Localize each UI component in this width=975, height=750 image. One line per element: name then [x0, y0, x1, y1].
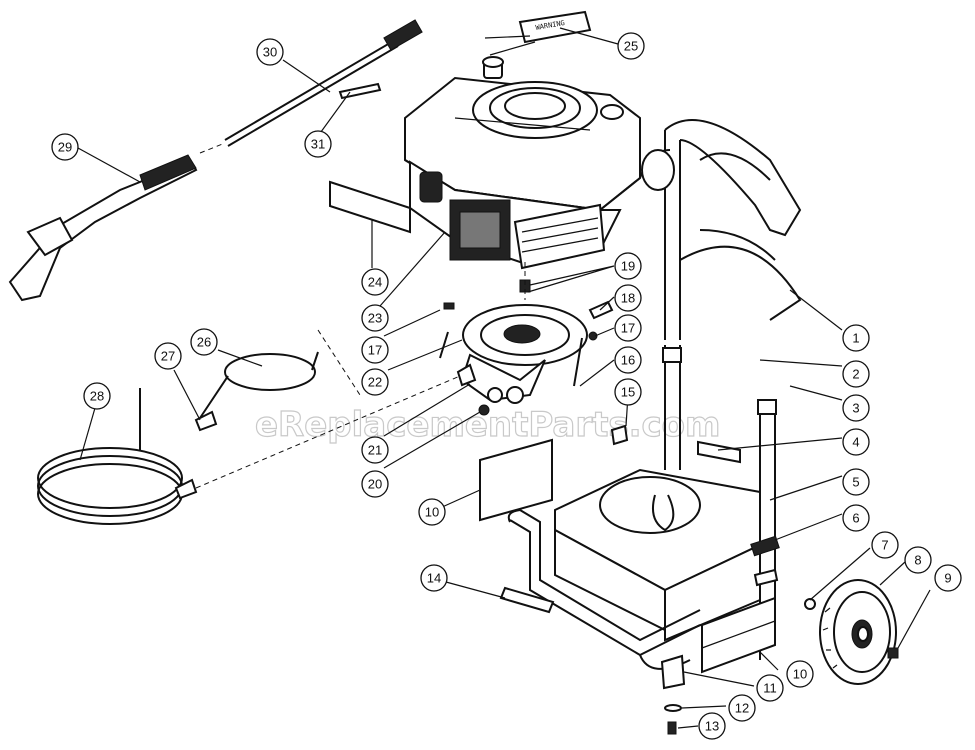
callout-1: 1: [842, 324, 870, 352]
callout-13: 13: [698, 712, 726, 740]
svg-text:23: 23: [368, 311, 382, 326]
svg-text:31: 31: [311, 137, 325, 152]
svg-text:5: 5: [852, 475, 859, 490]
warning-decal: WARNING: [484, 10, 592, 56]
callout-6: 6: [842, 504, 870, 532]
pump-assembly: [439, 262, 614, 416]
engine: [404, 56, 641, 270]
svg-text:9: 9: [944, 571, 951, 586]
wheel: [819, 579, 897, 685]
callout-23: 23: [361, 304, 389, 332]
svg-text:10: 10: [793, 667, 807, 682]
callout-5: 5: [842, 468, 870, 496]
svg-text:15: 15: [621, 385, 635, 400]
axle: [753, 568, 779, 587]
svg-text:16: 16: [621, 353, 635, 368]
callout-19: 19: [614, 252, 642, 280]
callout-21: 21: [361, 436, 389, 464]
svg-text:2: 2: [852, 367, 859, 382]
siphon-hose: [194, 329, 361, 432]
svg-text:1: 1: [852, 331, 859, 346]
callout-26: 26: [190, 328, 218, 356]
svg-text:4: 4: [852, 435, 859, 450]
callout-15: 15: [614, 378, 642, 406]
svg-text:25: 25: [624, 39, 638, 54]
svg-text:27: 27: [161, 349, 175, 364]
svg-text:14: 14: [427, 571, 441, 586]
callout-3: 3: [842, 394, 870, 422]
svg-text:22: 22: [368, 375, 382, 390]
callout-17-b: 17: [614, 314, 642, 342]
washer: [804, 598, 816, 610]
callout-17-a: 17: [361, 336, 389, 364]
svg-text:29: 29: [58, 140, 72, 155]
svg-text:28: 28: [90, 389, 104, 404]
svg-text:6: 6: [852, 511, 859, 526]
callout-11: 11: [756, 674, 784, 702]
hub-cap: [887, 647, 899, 659]
svg-text:17: 17: [368, 343, 382, 358]
high-pressure-hose: [37, 375, 461, 525]
frame-cart: [479, 119, 802, 674]
callout-12: 12: [728, 694, 756, 722]
svg-text:13: 13: [705, 719, 719, 734]
svg-text:10: 10: [425, 505, 439, 520]
callout-30: 30: [256, 38, 284, 66]
callout-22: 22: [361, 368, 389, 396]
spray-gun: [8, 154, 198, 302]
callout-24: 24: [361, 268, 389, 296]
callout-25: 25: [617, 32, 645, 60]
svg-text:12: 12: [735, 701, 749, 716]
callout-28: 28: [83, 382, 111, 410]
rubber-foot: [660, 654, 686, 735]
svg-text:11: 11: [763, 681, 777, 696]
svg-text:20: 20: [368, 477, 382, 492]
label-strip: [329, 180, 411, 234]
svg-text:21: 21: [368, 443, 382, 458]
svg-text:8: 8: [914, 553, 921, 568]
leader-lines: [77, 27, 931, 729]
callout-2: 2: [842, 360, 870, 388]
svg-text:17: 17: [621, 321, 635, 336]
svg-text:30: 30: [263, 45, 277, 60]
nozzle: [338, 82, 382, 100]
svg-text:7: 7: [881, 538, 888, 553]
callout-20: 20: [361, 470, 389, 498]
callout-4: 4: [842, 428, 870, 456]
callout-10-a: 10: [418, 498, 446, 526]
callout-10-b: 10: [786, 660, 814, 688]
callout-31: 31: [304, 130, 332, 158]
svg-text:26: 26: [197, 335, 211, 350]
callout-14: 14: [420, 564, 448, 592]
svg-text:18: 18: [621, 291, 635, 306]
callout-9: 9: [934, 564, 962, 592]
svg-text:3: 3: [852, 401, 859, 416]
svg-text:19: 19: [621, 259, 635, 274]
callout-29: 29: [51, 133, 79, 161]
callout-8: 8: [904, 546, 932, 574]
callout-27: 27: [154, 342, 182, 370]
spray-wand: [199, 19, 423, 154]
callout-7: 7: [871, 531, 899, 559]
callout-16: 16: [614, 346, 642, 374]
svg-text:24: 24: [368, 275, 382, 290]
callout-18: 18: [614, 284, 642, 312]
